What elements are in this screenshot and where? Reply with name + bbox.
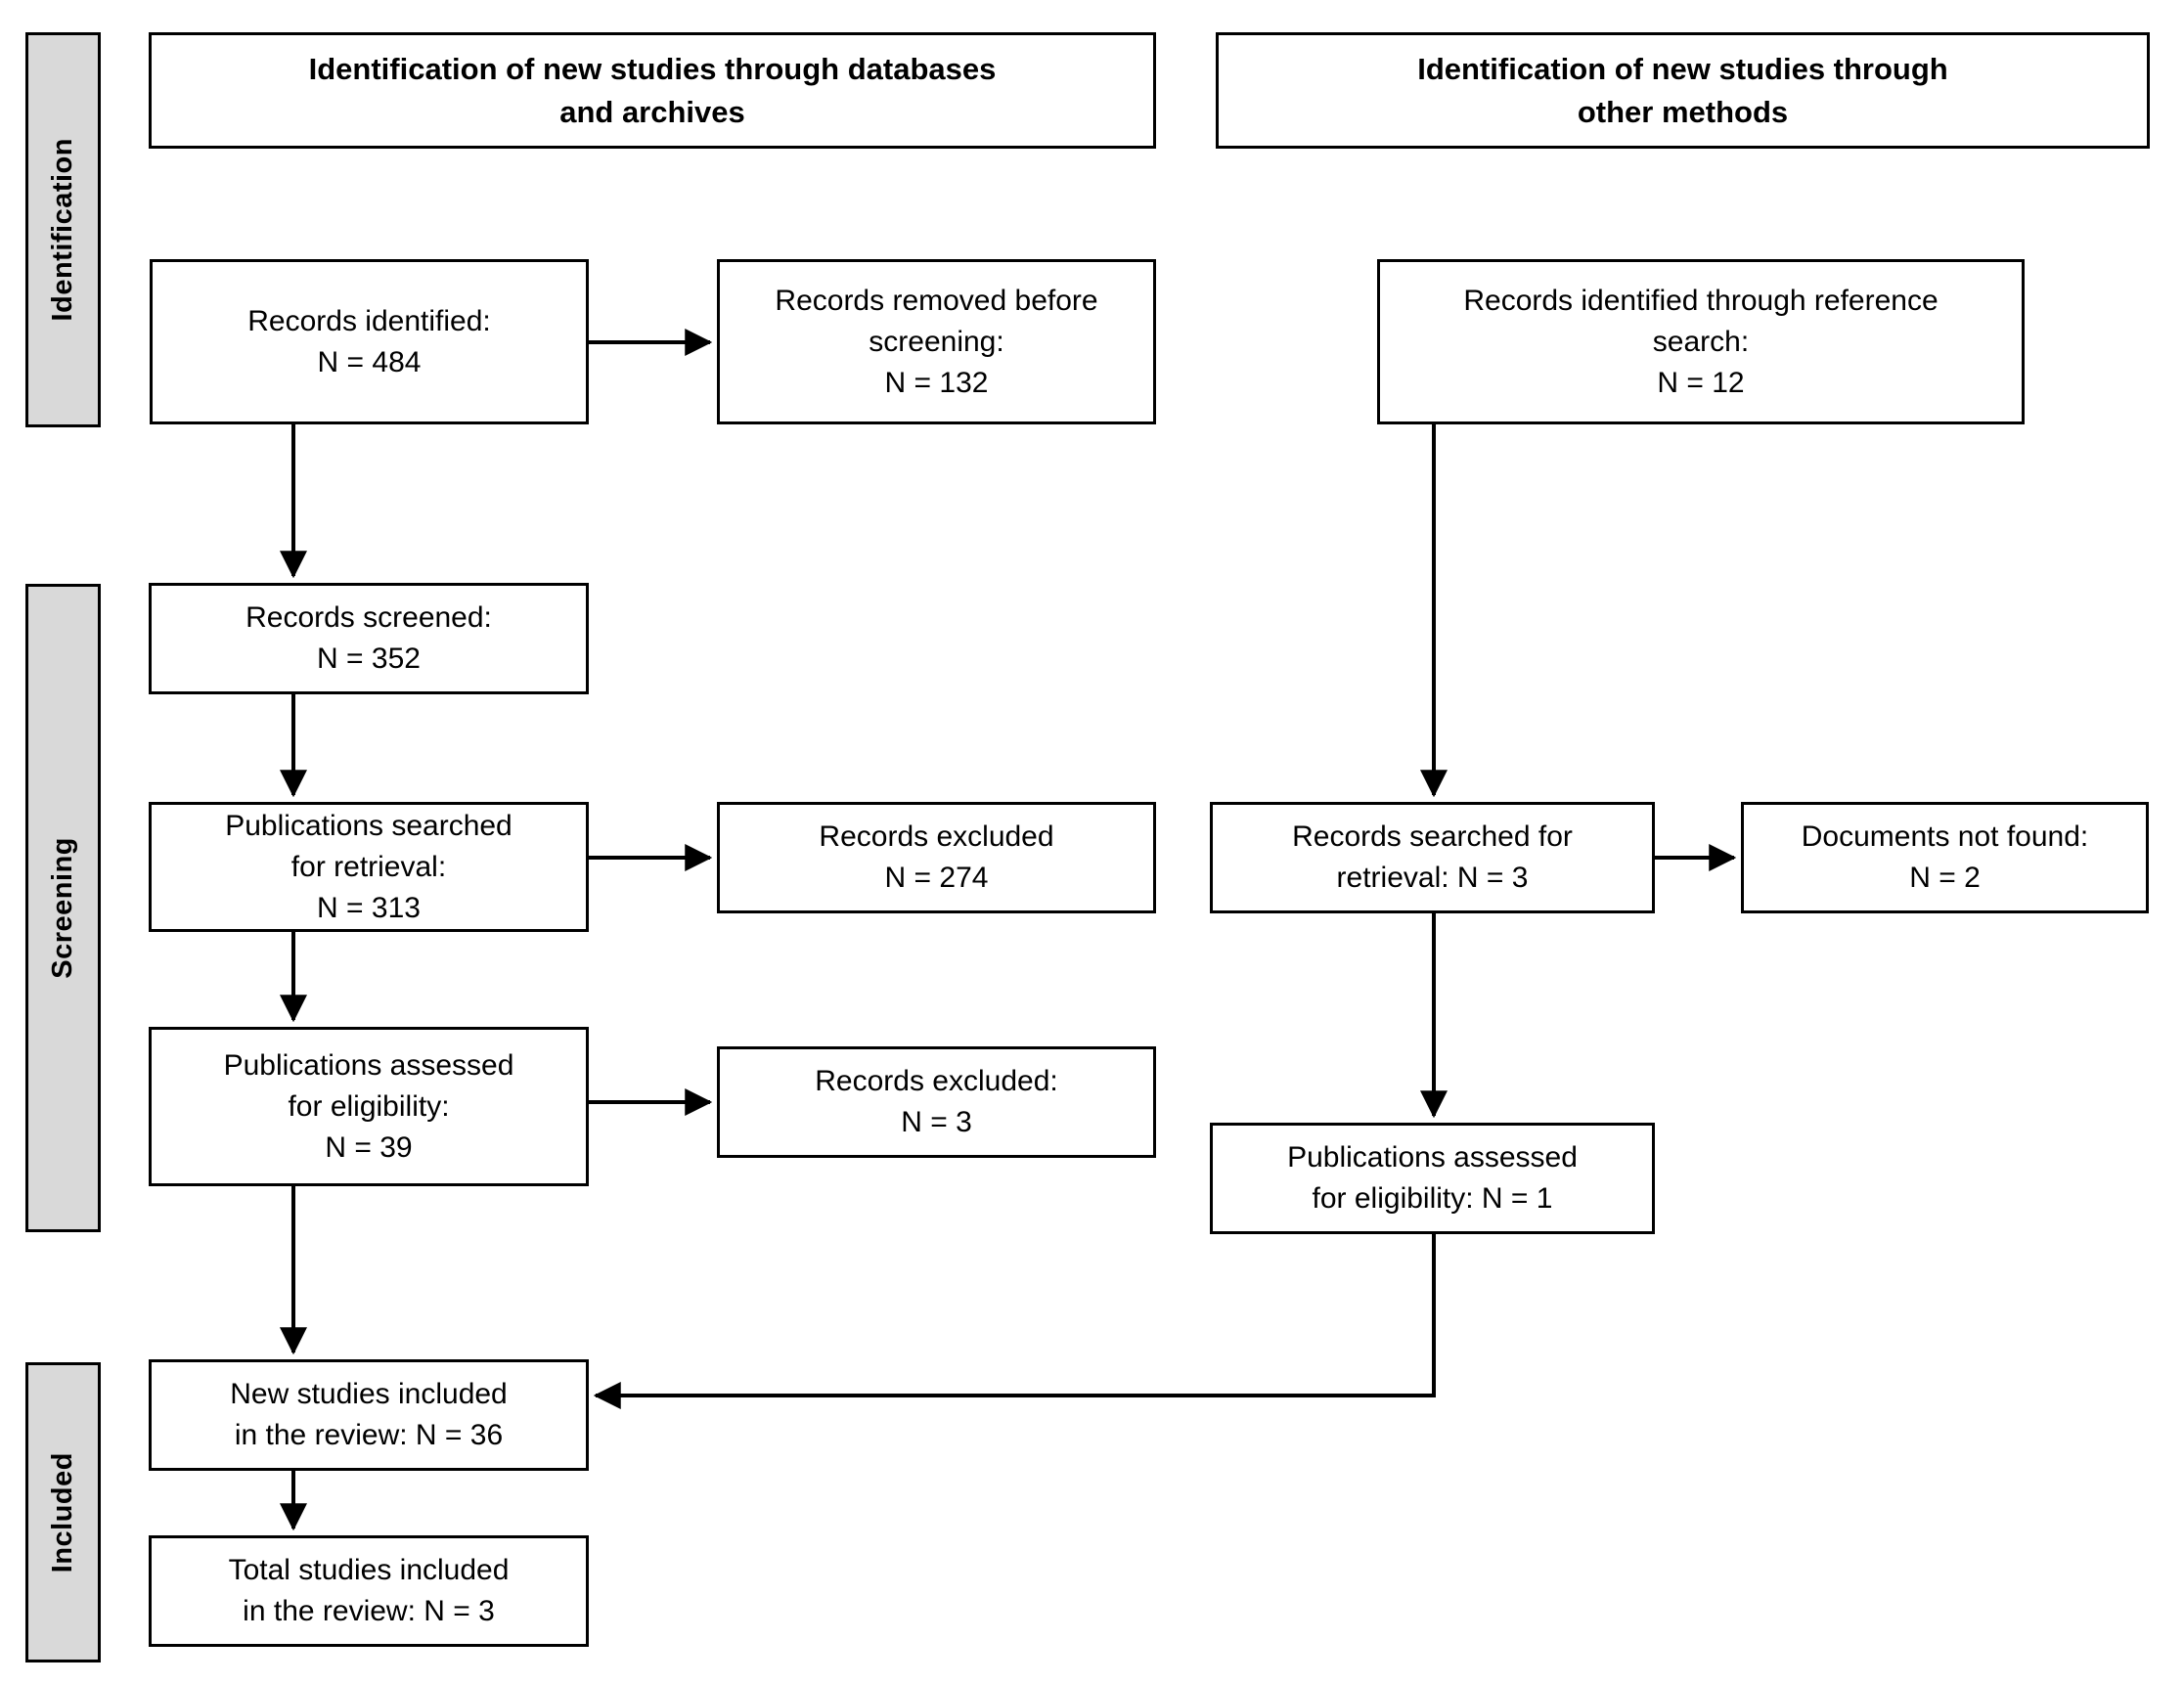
- node-text-new-studies-included: New studies included in the review: N = …: [230, 1378, 508, 1451]
- node-records-searched-retrieval-other: Records searched for retrieval: N = 3: [1210, 802, 1655, 913]
- stage-band-identification: Identification: [25, 32, 101, 427]
- node-publications-assessed-eligibility-39: Publications assessed for eligibility: N…: [149, 1027, 589, 1186]
- node-text-publications-searched-retrieval: Publications searched for retrieval: N =…: [225, 809, 513, 924]
- header-box-databases-and-archives: Identification of new studies through da…: [149, 32, 1156, 149]
- node-text-records-screened: Records screened: N = 352: [245, 601, 492, 675]
- node-text-records-identified: Records identified: N = 484: [247, 304, 491, 378]
- node-text-records-identified-reference-search: Records identified through reference sea…: [1463, 284, 1939, 399]
- node-text-records-searched-retrieval-other: Records searched for retrieval: N = 3: [1292, 820, 1573, 894]
- node-records-removed-before-screening: Records removed before screening: N = 13…: [717, 259, 1156, 424]
- node-documents-not-found: Documents not found: N = 2: [1741, 802, 2149, 913]
- node-records-identified: Records identified: N = 484: [150, 259, 589, 424]
- node-total-studies-included: Total studies included in the review: N …: [149, 1535, 589, 1647]
- header-label-other-methods: Identification of new studies through ot…: [1417, 52, 1948, 129]
- node-records-identified-reference-search: Records identified through reference sea…: [1377, 259, 2025, 424]
- stage-band-screening: Screening: [25, 584, 101, 1232]
- stage-label-screening: Screening: [47, 837, 78, 979]
- node-text-records-excluded-274: Records excluded N = 274: [819, 820, 1054, 894]
- node-records-excluded-274: Records excluded N = 274: [717, 802, 1156, 913]
- connector-assessed-1-to-new-studies: [593, 1234, 1436, 1409]
- node-new-studies-included: New studies included in the review: N = …: [149, 1359, 589, 1471]
- node-records-excluded-3: Records excluded: N = 3: [717, 1046, 1156, 1158]
- node-publications-searched-retrieval: Publications searched for retrieval: N =…: [149, 802, 589, 932]
- node-text-documents-not-found: Documents not found: N = 2: [1801, 820, 2089, 894]
- node-text-total-studies-included: Total studies included in the review: N …: [228, 1554, 510, 1627]
- node-records-screened: Records screened: N = 352: [149, 583, 589, 694]
- header-box-other-methods: Identification of new studies through ot…: [1216, 32, 2150, 149]
- header-label-databases-and-archives: Identification of new studies through da…: [308, 52, 997, 129]
- stage-label-identification: Identification: [47, 138, 78, 322]
- node-publications-assessed-eligibility-1: Publications assessed for eligibility: N…: [1210, 1123, 1655, 1234]
- stage-label-included: Included: [47, 1451, 78, 1573]
- node-text-records-excluded-3: Records excluded: N = 3: [815, 1065, 1058, 1138]
- stage-band-included: Included: [25, 1362, 101, 1662]
- node-text-publications-assessed-eligibility-39: Publications assessed for eligibility: N…: [223, 1048, 514, 1164]
- node-text-records-removed-before-screening: Records removed before screening: N = 13…: [775, 284, 1098, 399]
- node-text-publications-assessed-eligibility-1: Publications assessed for eligibility: N…: [1287, 1141, 1578, 1215]
